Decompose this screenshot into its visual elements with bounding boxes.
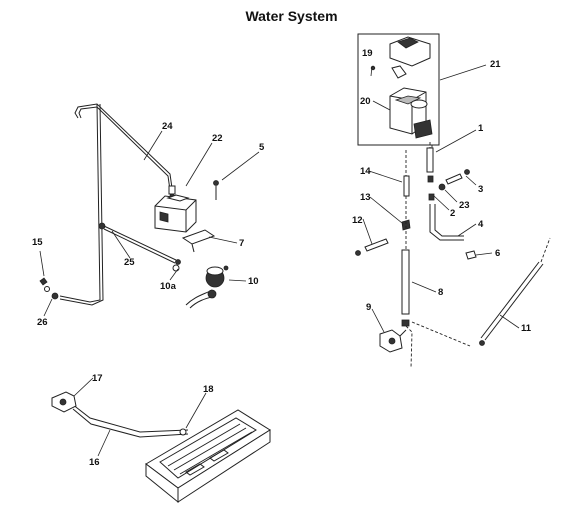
tube-11 [479, 261, 544, 346]
water-line-24 [59, 103, 173, 306]
callout-5: 5 [259, 142, 265, 153]
callout-2: 2 [450, 208, 455, 219]
fitting-13 [401, 219, 411, 231]
detail-box-21 [357, 33, 440, 146]
callout-9: 9 [366, 302, 371, 313]
cap-6 [465, 250, 477, 260]
tube-25 [98, 222, 181, 265]
fitting-23 [438, 183, 446, 191]
fitting-3 [445, 169, 470, 185]
bracket-14 [403, 175, 410, 197]
callout-6: 6 [495, 248, 500, 259]
callout-17: 17 [92, 373, 103, 384]
callout-13: 13 [360, 192, 371, 203]
reservoir-20 [389, 87, 433, 139]
tube-1 [426, 142, 434, 173]
fitting-2 [427, 175, 435, 201]
dispenser-cover-assembly [389, 36, 431, 79]
callout-14: 14 [360, 166, 371, 177]
valve-9 [379, 329, 407, 353]
clip-18 [179, 428, 187, 436]
callout-22: 22 [212, 133, 223, 144]
tube-16 [71, 403, 189, 438]
callout-19: 19 [362, 48, 373, 59]
drip-tray [145, 409, 271, 504]
callout-8: 8 [438, 287, 443, 298]
tube-12 [355, 238, 389, 256]
callout-26: 26 [37, 317, 48, 328]
callout-16: 16 [89, 457, 100, 468]
callout-25: 25 [124, 257, 135, 268]
diagram-title: Water System [245, 8, 338, 24]
callout-1: 1 [478, 123, 484, 134]
callout-21: 21 [490, 59, 501, 70]
callout-20: 20 [360, 96, 371, 107]
part-10a [172, 264, 180, 272]
motor-10 [185, 265, 229, 309]
tube-4 [429, 204, 464, 241]
callout-11: 11 [521, 323, 532, 334]
callout-23: 23 [459, 200, 470, 211]
callout-labels: 24 22 5 7 10 10a 25 15 26 21 1 3 23 2 4 … [32, 48, 532, 468]
tube-8 [401, 249, 410, 327]
callout-4: 4 [478, 219, 484, 230]
callout-12: 12 [352, 215, 363, 226]
leader-lines [39, 64, 520, 457]
callout-10a: 10a [160, 281, 177, 292]
clip-15 [39, 277, 48, 286]
bracket-7 [181, 229, 216, 253]
callout-24: 24 [162, 121, 173, 132]
screw-5 [213, 180, 219, 200]
fitting-26 [44, 286, 59, 300]
callout-18: 18 [203, 384, 214, 395]
valve-17 [51, 391, 77, 413]
callout-15: 15 [32, 237, 43, 248]
connector-dashes [405, 145, 551, 369]
water-valve-assembly [154, 194, 197, 233]
callout-7: 7 [239, 238, 244, 249]
callout-10: 10 [248, 276, 259, 287]
callout-3: 3 [478, 184, 483, 195]
